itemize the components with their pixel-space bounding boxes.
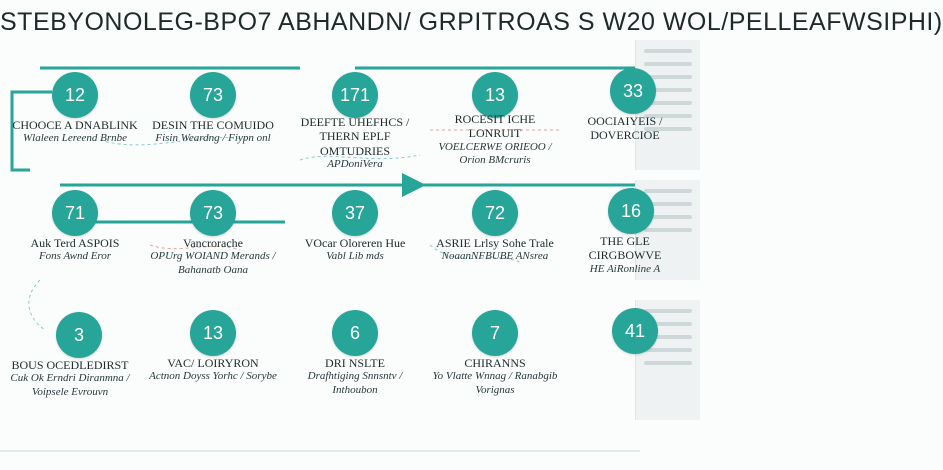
step-label: THE GLE CIRGBOWVE HE AiRonline A (565, 234, 685, 276)
step-number: 73 (202, 84, 224, 105)
step-label: ROCESIT ICHE LONRUIT VOELCERWE ORIEOO / … (430, 112, 560, 167)
step-number: 73 (202, 202, 224, 223)
step-subtext: Drafhtiging Snnsntv / Inthoubon (307, 370, 403, 396)
step-label: OOCIAIYEIS / DOVERCIOE (565, 114, 685, 143)
step-label: DESIN THE COMUIDO Fisin Weardng / Fiypn … (148, 118, 278, 146)
step-heading: DRI NSLTE (325, 356, 385, 370)
step-node: 37 (332, 190, 378, 236)
step-subtext: Vabl Lib mds (326, 250, 384, 263)
step-label: Auk Terd ASPOIS Fons Awnd Eror (10, 236, 140, 264)
loop-connector (10, 90, 52, 172)
step-subtext: Fons Awnd Eror (38, 250, 112, 263)
connector-lines (10, 66, 640, 331)
step-number: 13 (202, 322, 224, 343)
step-subtext: Yo Vlatte Wnnag / Ranabgib Vorignas (432, 370, 558, 396)
step-heading: THE GLE CIRGBOWVE (588, 234, 662, 263)
step-node: 12 (52, 72, 98, 118)
step-subtext: Actnon Doyss Yorhc / Sorybe (149, 370, 277, 383)
footer-divider (0, 450, 640, 452)
step-node: 13 (190, 310, 236, 356)
step-label: CHIRANNS Yo Vlatte Wnnag / Ranabgib Vori… (430, 356, 560, 397)
step-heading: DEEFTE UHEFHCS / THERN EPLF OMTUDRIES (300, 115, 410, 158)
step-subtext: NoaanNFBUBE ANsrea (441, 250, 549, 263)
step-label: DEEFTE UHEFHCS / THERN EPLF OMTUDRIES AP… (290, 115, 420, 171)
step-node: 41 (612, 308, 658, 354)
step-node: 3 (56, 312, 102, 358)
step-label: DRI NSLTE Drafhtiging Snnsntv / Inthoubo… (290, 356, 420, 397)
side-panel (635, 40, 700, 170)
step-subtext: Fisin Weardng / Fiypn onl (155, 132, 271, 145)
step-subtext: APDoniVera (327, 158, 383, 171)
step-subtext: VOELCERWE ORIEOO / Orion BMcruris (438, 140, 552, 166)
step-subtext: Cuk Ok Erndri Diranmna / Voipsele Evrouv… (10, 372, 130, 398)
step-node: 171 (332, 72, 378, 118)
step-heading: Vancrorache (183, 236, 243, 250)
step-heading: BOUS OCEDLEDIRST (11, 358, 129, 372)
step-number: 12 (64, 84, 86, 105)
step-number: 33 (622, 80, 644, 101)
step-number: 72 (484, 202, 506, 223)
step-number: 37 (344, 202, 366, 223)
step-node: 73 (190, 190, 236, 236)
step-heading: ROCESIT ICHE LONRUIT (454, 112, 536, 141)
step-node: 7 (472, 310, 518, 356)
step-number: 171 (339, 84, 371, 105)
step-number: 16 (620, 200, 642, 221)
step-node: 73 (190, 72, 236, 118)
step-node: 72 (472, 190, 518, 236)
step-node: 33 (610, 68, 656, 114)
step-label: ASRIE Lrlsy Sohe Trale NoaanNFBUBE ANsre… (430, 236, 560, 264)
step-node: 71 (52, 190, 98, 236)
step-number: 7 (489, 322, 500, 343)
step-subtext: Wlaleen Lereend Brnbe (22, 132, 128, 145)
step-number: 71 (64, 202, 86, 223)
step-subtext: HE AiRonline A (589, 262, 661, 275)
step-heading: CHOOCE A DNABLINK (12, 118, 138, 132)
step-node: 6 (332, 310, 378, 356)
step-number: 41 (624, 320, 646, 341)
step-subtext: OPUrg WOIAND Merands / Bahanatb Oana (150, 250, 276, 276)
step-number: 13 (484, 84, 506, 105)
step-node: 13 (472, 72, 518, 118)
step-node: 16 (608, 188, 654, 234)
step-label: BOUS OCEDLEDIRST Cuk Ok Erndri Diranmna … (0, 358, 140, 399)
step-label: CHOOCE A DNABLINK Wlaleen Lereend Brnbe (10, 118, 140, 146)
step-number: 6 (349, 322, 360, 343)
step-heading: ASRIE Lrlsy Sohe Trale (436, 236, 554, 250)
step-label: Vancrorache OPUrg WOIAND Merands / Bahan… (148, 236, 278, 277)
step-heading: VOcar Oloreren Hue (304, 236, 406, 250)
step-heading: OOCIAIYEIS / DOVERCIOE (587, 114, 663, 143)
step-label: VAC/ LOIRYRON Actnon Doyss Yorhc / Soryb… (148, 356, 278, 384)
step-label: VOcar Oloreren Hue Vabl Lib mds (290, 236, 420, 264)
step-heading: DESIN THE COMUIDO (152, 118, 274, 132)
step-heading: VAC/ LOIRYRON (167, 356, 259, 370)
step-number: 3 (73, 324, 84, 345)
step-heading: Auk Terd ASPOIS (30, 236, 120, 250)
diagram-title: STEBYONOLEG-BPO7 ABHANDN/ GRPITROAS S W2… (0, 8, 943, 36)
step-heading: CHIRANNS (464, 356, 526, 370)
